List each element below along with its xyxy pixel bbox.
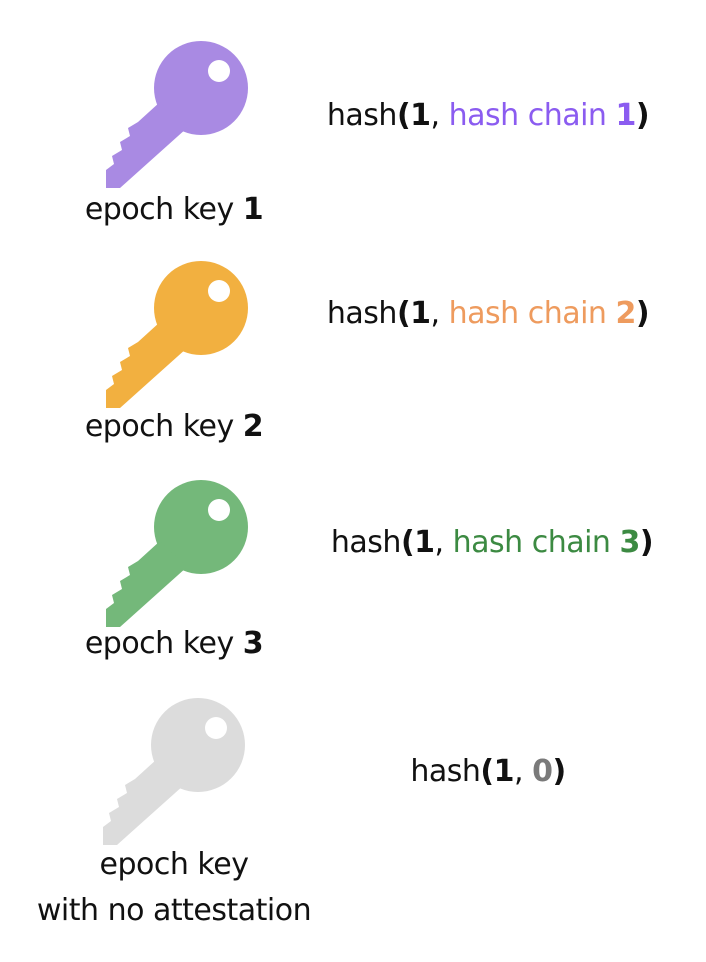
hash-comma: , bbox=[434, 525, 445, 560]
hash-fn: hash bbox=[330, 525, 402, 560]
key-icon bbox=[103, 698, 245, 845]
key-hole bbox=[205, 717, 227, 739]
caption-text-line2: with no attestation bbox=[36, 893, 312, 928]
hash-paren-close: ) bbox=[635, 98, 650, 133]
hash-chain-number: 3 bbox=[619, 525, 641, 560]
hash-paren-open: ( bbox=[396, 296, 411, 331]
hash-paren-open: ( bbox=[396, 98, 411, 133]
key-shape bbox=[103, 698, 245, 845]
hash-comma: , bbox=[513, 754, 524, 789]
caption-text: epoch key bbox=[84, 626, 234, 661]
hash-chain-label: hash chain bbox=[452, 525, 611, 560]
hash-paren-close: ) bbox=[552, 754, 566, 789]
hash-fn: hash bbox=[410, 754, 481, 789]
key-caption: epoch key 3 bbox=[20, 621, 328, 667]
key-shaft bbox=[106, 102, 187, 188]
key-caption: epoch key 2 bbox=[20, 404, 328, 450]
hash-comma: , bbox=[430, 296, 441, 331]
hash-arg-one: 1 bbox=[410, 98, 431, 133]
key-shape bbox=[106, 41, 248, 188]
hash-chain-number: 2 bbox=[615, 296, 637, 331]
key-hole bbox=[208, 499, 230, 521]
key-shape bbox=[106, 480, 248, 627]
hash-fn: hash bbox=[326, 98, 398, 133]
key-icon bbox=[106, 480, 248, 627]
hash-arg-one: 1 bbox=[410, 296, 431, 331]
hash-chain-label: hash chain bbox=[448, 98, 607, 133]
key-shaft bbox=[106, 322, 187, 408]
key-icon bbox=[106, 41, 248, 188]
hash-comma: , bbox=[430, 98, 441, 133]
hash-expression: hash(1, hash chain 3) bbox=[282, 523, 702, 563]
hash-chain-label: hash chain bbox=[448, 296, 607, 331]
hash-paren-close: ) bbox=[639, 525, 654, 560]
hash-arg-one: 1 bbox=[414, 525, 435, 560]
hash-arg-one: 1 bbox=[493, 754, 515, 789]
key-shape bbox=[106, 261, 248, 408]
hash-expression: hash(1, hash chain 2) bbox=[278, 294, 698, 334]
key-shaft bbox=[106, 541, 187, 627]
caption-text: epoch key bbox=[99, 847, 249, 882]
hash-zero-arg: 0 bbox=[532, 754, 553, 789]
hash-expression: hash(1, 0) bbox=[278, 752, 698, 792]
caption-number: 2 bbox=[242, 409, 264, 444]
caption-text: epoch key bbox=[84, 409, 234, 444]
key-caption: epoch key 1 bbox=[20, 187, 328, 233]
hash-chain-number: 1 bbox=[615, 98, 637, 133]
hash-paren-open: ( bbox=[480, 754, 494, 789]
key-shaft bbox=[103, 759, 184, 845]
caption-text: epoch key bbox=[84, 192, 234, 227]
key-icon bbox=[106, 261, 248, 408]
key-hole bbox=[208, 60, 230, 82]
caption-number: 3 bbox=[242, 626, 264, 661]
hash-fn: hash bbox=[326, 296, 398, 331]
key-caption: epoch key with no attestation bbox=[20, 842, 328, 934]
hash-paren-close: ) bbox=[635, 296, 650, 331]
key-hole bbox=[208, 280, 230, 302]
caption-number: 1 bbox=[242, 192, 264, 227]
hash-expression: hash(1, hash chain 1) bbox=[278, 96, 698, 136]
hash-paren-open: ( bbox=[400, 525, 415, 560]
